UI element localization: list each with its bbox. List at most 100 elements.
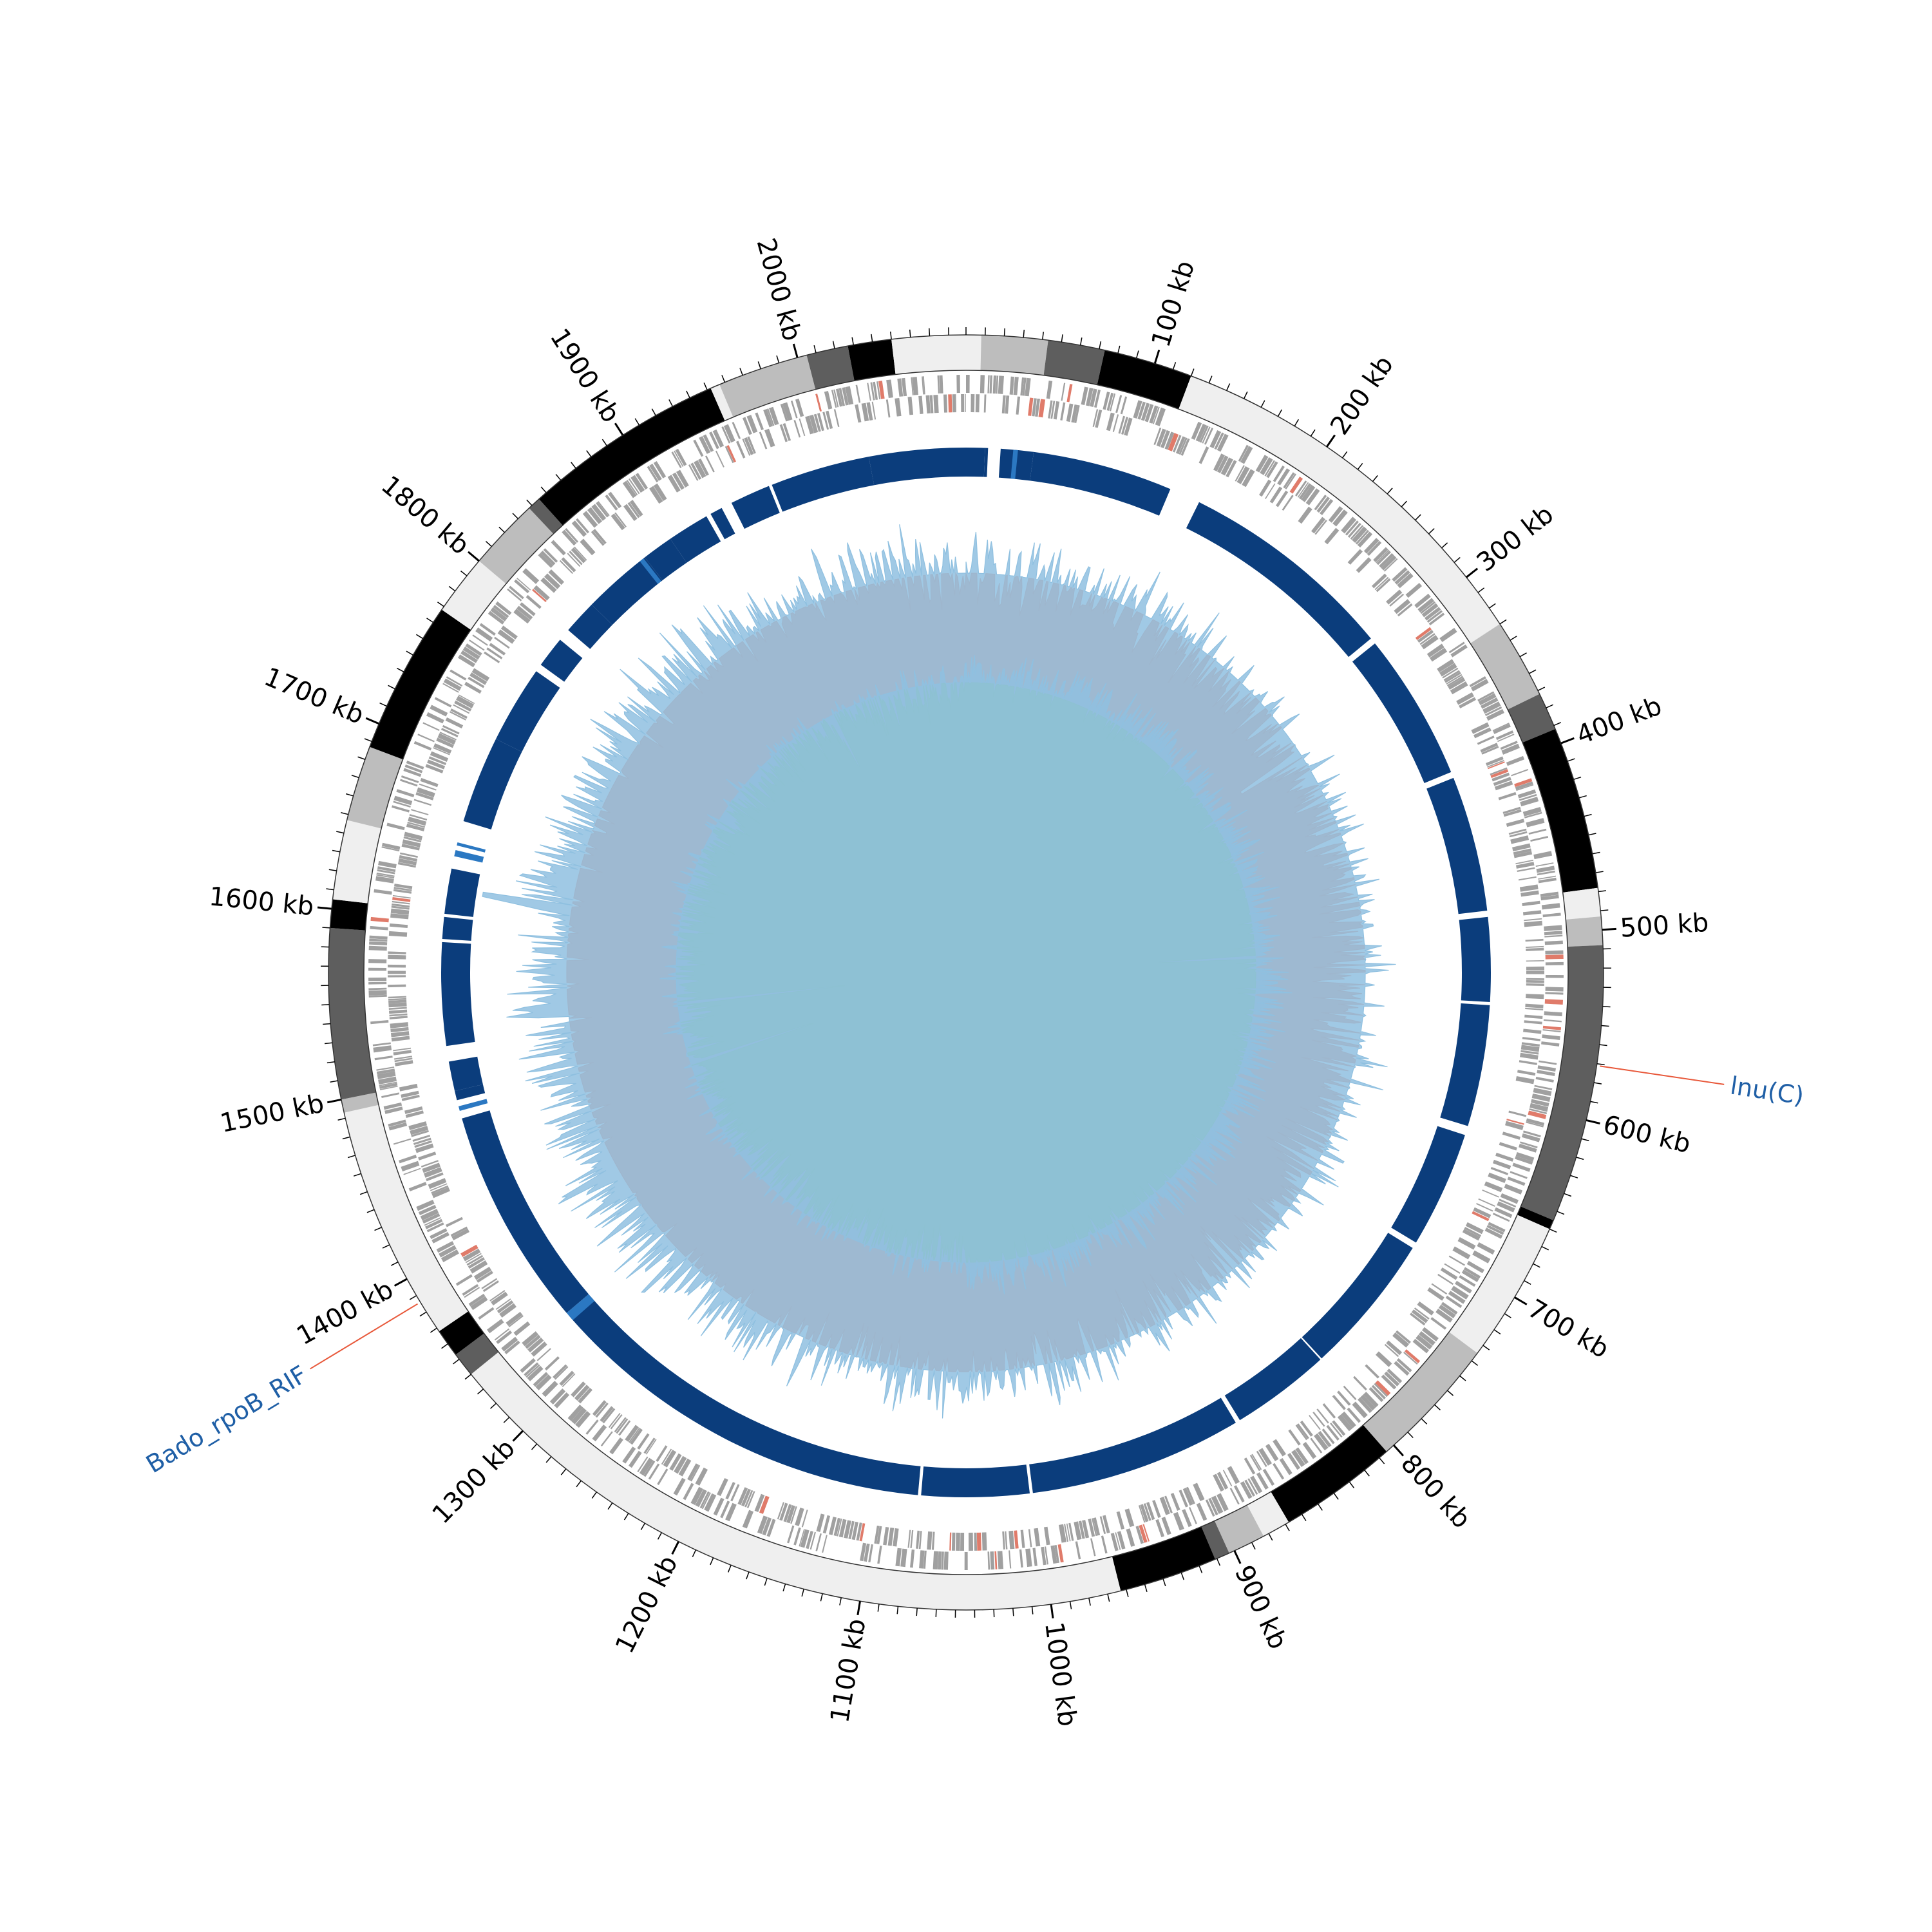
gene-feature (1463, 1267, 1481, 1279)
gene-feature (1273, 465, 1285, 482)
gene-feature (864, 1543, 870, 1562)
gene-feature (943, 394, 948, 413)
gene-feature (1411, 1309, 1428, 1323)
gene-feature (455, 696, 475, 708)
gene-feature (451, 1228, 469, 1240)
gene-feature (1025, 1548, 1032, 1567)
gene-feature (992, 375, 997, 394)
gene-feature (1535, 862, 1554, 867)
gene-feature (703, 434, 714, 452)
gene-feature (912, 377, 918, 395)
gene-feature (1179, 1490, 1189, 1508)
gene-feature (1182, 1509, 1192, 1528)
gene-feature (1526, 818, 1545, 828)
gene-feature (623, 504, 638, 522)
gene-feature (390, 1022, 409, 1028)
gene-feature (895, 1548, 902, 1567)
gene-feature (1050, 1545, 1057, 1564)
gene-feature (1314, 1433, 1329, 1451)
tick-label: 900 kb (1229, 1561, 1293, 1654)
homology-block (1224, 1338, 1321, 1421)
minor-tick (1459, 1375, 1466, 1381)
gene-feature (1530, 835, 1549, 842)
minor-tick (929, 328, 931, 336)
gene-feature (927, 1531, 933, 1550)
minor-tick (1557, 1211, 1565, 1215)
gene-feature (1217, 1472, 1229, 1490)
contig-segment (1566, 916, 1604, 947)
gene-feature (856, 1522, 862, 1541)
gene-feature (824, 391, 833, 410)
gene-feature (403, 1168, 421, 1175)
gene-feature (742, 439, 751, 456)
gene-feature (1289, 477, 1303, 494)
gene-feature (1442, 667, 1459, 679)
gene-feature (554, 1366, 569, 1380)
gene-feature (1524, 920, 1543, 927)
minor-tick (601, 439, 607, 446)
gene-feature (943, 1551, 949, 1570)
gene-feature (369, 935, 388, 940)
gene-feature (793, 1527, 801, 1546)
gene-feature (1298, 506, 1312, 524)
gene-feature (471, 668, 490, 682)
gene-feature (431, 1187, 450, 1198)
minor-tick (409, 1295, 417, 1300)
minor-tick (437, 601, 444, 607)
gene-feature (1430, 1317, 1447, 1330)
major-tick (1586, 1119, 1600, 1124)
gene-feature (1544, 934, 1563, 938)
gene-feature (790, 401, 798, 419)
minor-tick (1190, 368, 1195, 377)
gene-feature (1482, 1189, 1499, 1198)
homology-block (463, 739, 522, 829)
gene-feature (569, 551, 583, 565)
gene-feature (1494, 1207, 1513, 1218)
minor-tick (337, 1117, 346, 1121)
minor-tick (1216, 1558, 1221, 1566)
gene-feature (1046, 380, 1053, 399)
minor-tick (1407, 1432, 1414, 1439)
gene-feature (1490, 769, 1509, 779)
gene-feature (1473, 727, 1492, 739)
minor-tick (397, 667, 404, 672)
homology-block-highlight (454, 849, 484, 863)
gene-feature (663, 1450, 677, 1468)
gene-feature (1509, 831, 1528, 838)
minor-tick (332, 849, 341, 853)
minor-tick (896, 1606, 899, 1615)
gene-feature (580, 538, 596, 556)
gene-feature (1477, 1242, 1495, 1255)
gene-feature (1020, 1530, 1025, 1548)
gene-feature (780, 403, 788, 422)
homology-block (670, 516, 721, 563)
contig-segment (1271, 1425, 1387, 1522)
gene-feature (1214, 432, 1224, 450)
gene-feature (645, 1439, 657, 1455)
gene-feature (1099, 1516, 1106, 1535)
gene-feature (538, 553, 554, 568)
gene-feature (878, 381, 885, 399)
gene-feature (910, 1549, 915, 1568)
gene-feature (1152, 406, 1160, 424)
gene-feature (475, 627, 493, 642)
gene-feature (1106, 412, 1115, 431)
gene-feature (413, 741, 432, 751)
homology-block-highlight (457, 842, 486, 853)
gene-feature (472, 634, 488, 646)
minor-tick (909, 329, 911, 337)
gene-feature (1014, 1530, 1019, 1549)
minor-tick (746, 1571, 750, 1580)
gene-feature (567, 1405, 583, 1421)
gene-feature (384, 1106, 403, 1114)
gene-feature (1112, 414, 1119, 432)
gene-feature (657, 1468, 668, 1486)
gene-feature (513, 1321, 531, 1336)
gene-feature (672, 472, 685, 490)
gene-feature (1523, 1130, 1541, 1138)
minor-tick (1318, 1503, 1323, 1511)
gene-feature (439, 1245, 457, 1258)
minor-tick (336, 831, 345, 834)
gene-feature (393, 1056, 412, 1060)
